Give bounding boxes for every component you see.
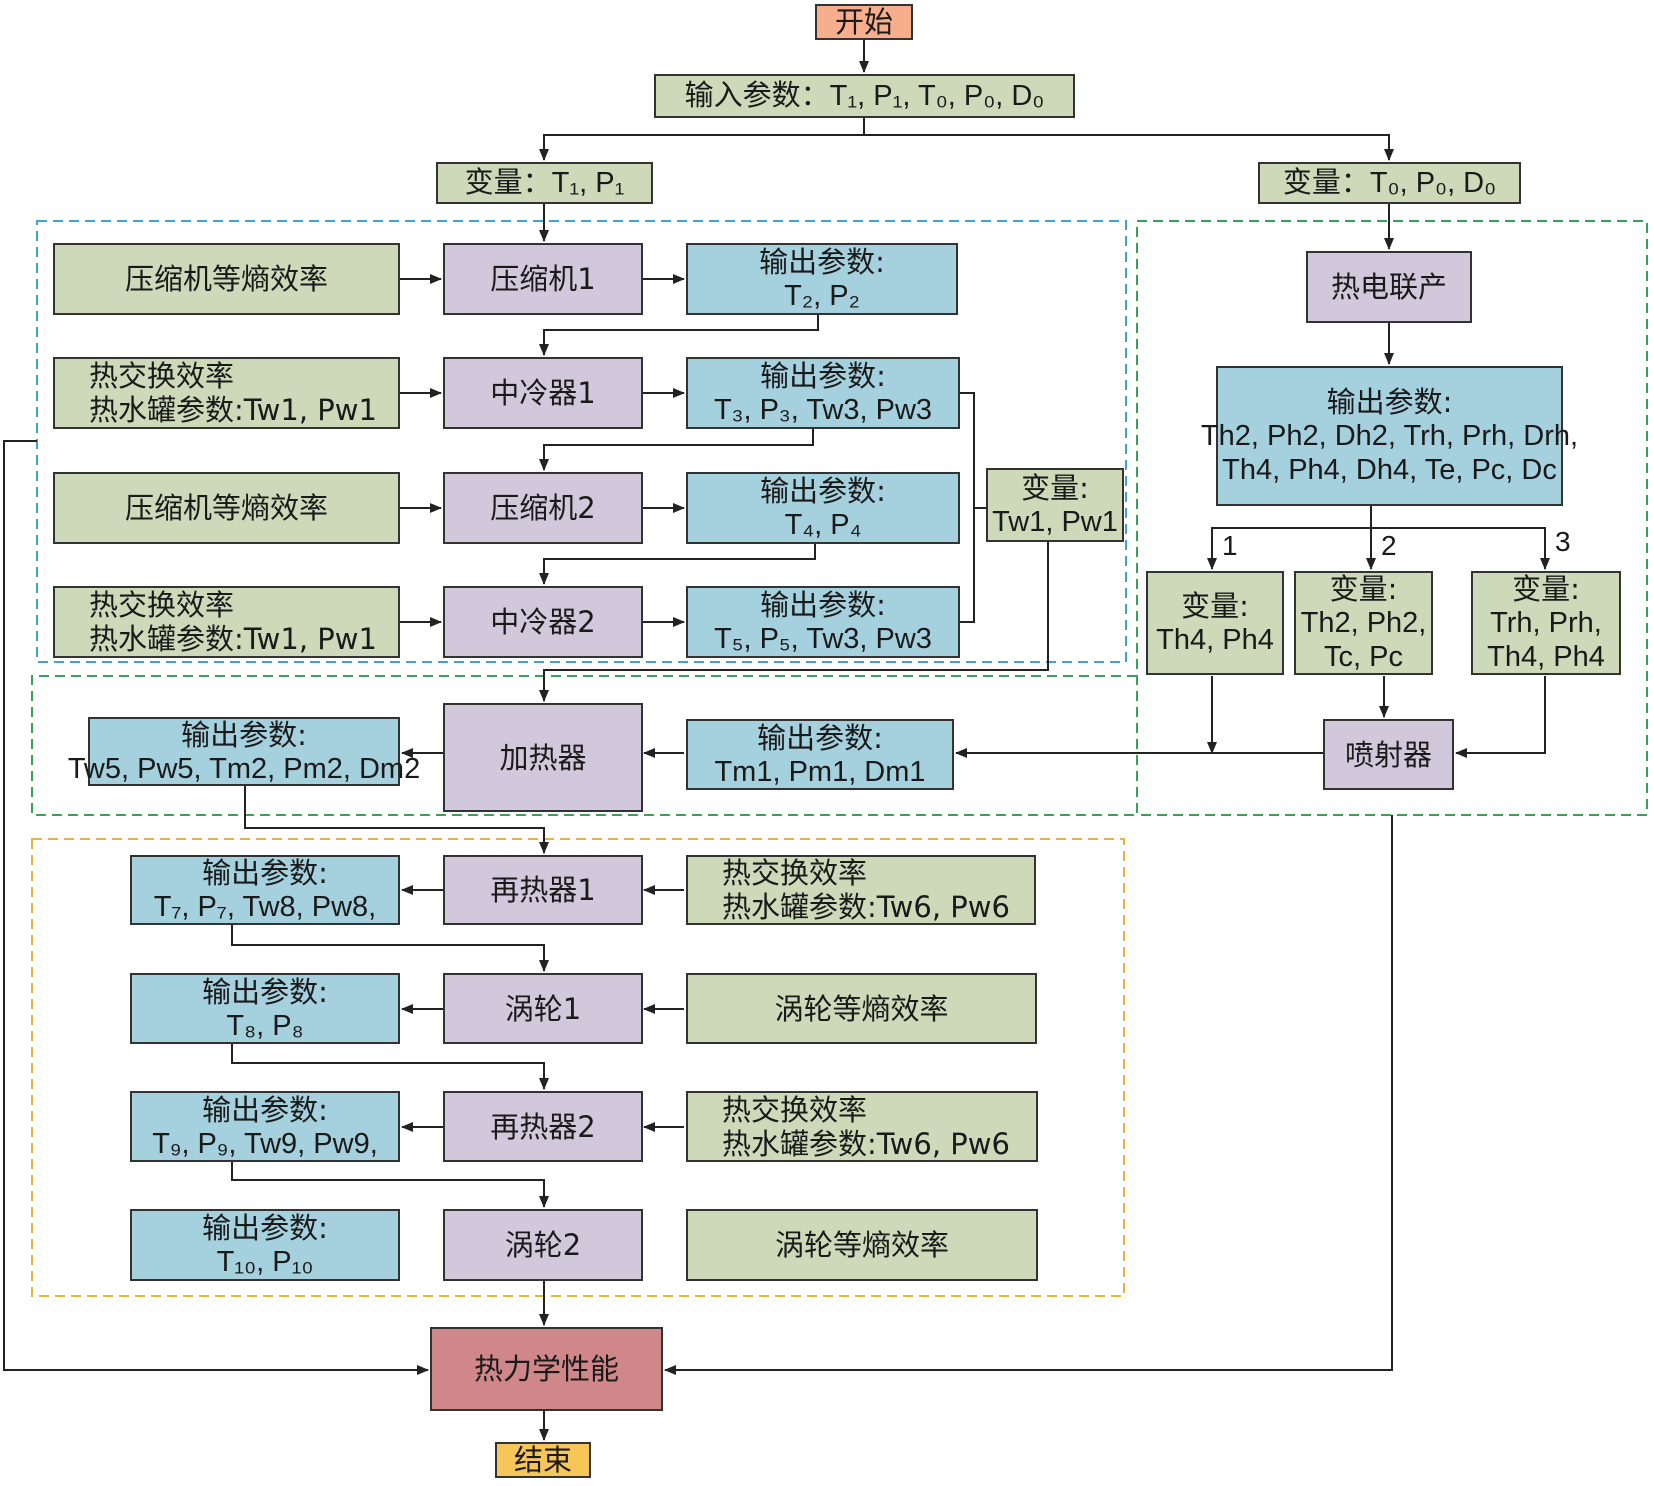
reheater-1-output-box: 输出参数:T₇, P₇, Tw8, Pw8, [130, 855, 400, 925]
heat-exchange-params-box-a2: 热交换效率热水罐参数:Tw1, Pw1 [53, 586, 400, 658]
water-variable-box: 变量:Tw1, Pw1 [986, 468, 1124, 542]
compressor-2-node: 压缩机2 [443, 472, 643, 544]
intercooler-1-node: 中冷器1 [443, 357, 643, 429]
ejector-node: 喷射器 [1323, 719, 1454, 790]
reheater-2-output-box: 输出参数:T₉, P₉, Tw9, Pw9, [130, 1091, 400, 1162]
branch-2-variable-box: 变量:Th2, Ph2,Tc, Pc [1294, 571, 1433, 675]
chp-output-box: 输出参数:Th2, Ph2, Dh2, Trh, Prh, Drh,Th4, P… [1201, 366, 1578, 506]
heater-output-box: 输出参数:Tw5, Pw5, Tm2, Pm2, Dm2 [67, 717, 421, 786]
intercooler-2-output-box: 输出参数:T₅, P₅, Tw3, Pw3 [686, 586, 960, 658]
compressor-1-node: 压缩机1 [443, 243, 643, 315]
compressor-2-output-box: 输出参数:T₄, P₄ [686, 472, 960, 544]
start-node: 开始 [815, 4, 913, 40]
variable-left-box: 变量：T₁, P₁ [436, 162, 653, 204]
branch-1-variable-box: 变量:Th4, Ph4 [1146, 571, 1284, 675]
turbine-1-node: 涡轮1 [443, 973, 643, 1044]
turbine-1-output-box: 输出参数:T₈, P₈ [130, 973, 400, 1044]
heater-node: 加热器 [443, 703, 643, 812]
branch-3-variable-box: 变量:Trh, Prh,Th4, Ph4 [1471, 571, 1621, 675]
branch-label-2: 2 [1381, 530, 1397, 561]
intercooler-1-output-box: 输出参数:T₃, P₃, Tw3, Pw3 [686, 357, 960, 429]
heat-exchange-params-box-b2: 热交换效率热水罐参数:Tw6, Pw6 [686, 1091, 1038, 1162]
turbine-group-frame [31, 838, 1125, 1297]
turbine-efficiency-box-2: 涡轮等熵效率 [686, 1209, 1038, 1281]
branch-label-1: 1 [1222, 530, 1238, 561]
heat-exchange-params-box-a1: 热交换效率热水罐参数:Tw1, Pw1 [53, 357, 400, 429]
ejector-output-box: 输出参数:Tm1, Pm1, Dm1 [686, 719, 954, 790]
turbine-2-node: 涡轮2 [443, 1209, 643, 1281]
variable-right-box: 变量：T₀, P₀, D₀ [1258, 162, 1521, 204]
heater-group-frame [31, 675, 1137, 816]
end-node: 结束 [495, 1442, 591, 1478]
compressor-efficiency-box-1: 压缩机等熵效率 [53, 243, 400, 315]
thermodynamic-performance-node: 热力学性能 [430, 1327, 663, 1411]
input-parameters-box: 输入参数：T₁, P₁, T₀, P₀, D₀ [654, 74, 1075, 118]
branch-label-3: 3 [1555, 526, 1571, 557]
compressor-1-output-box: 输出参数:T₂, P₂ [686, 243, 958, 315]
reheater-2-node: 再热器2 [443, 1091, 643, 1162]
turbine-efficiency-box-1: 涡轮等熵效率 [686, 973, 1037, 1044]
reheater-1-node: 再热器1 [443, 855, 643, 925]
heat-exchange-params-box-b1: 热交换效率热水罐参数:Tw6, Pw6 [686, 855, 1036, 925]
chp-node: 热电联产 [1306, 251, 1472, 323]
intercooler-2-node: 中冷器2 [443, 586, 643, 658]
chp-group-frame [1136, 220, 1648, 816]
turbine-2-output-box: 输出参数:T₁₀, P₁₀ [130, 1209, 400, 1281]
compressor-efficiency-box-2: 压缩机等熵效率 [53, 472, 400, 544]
